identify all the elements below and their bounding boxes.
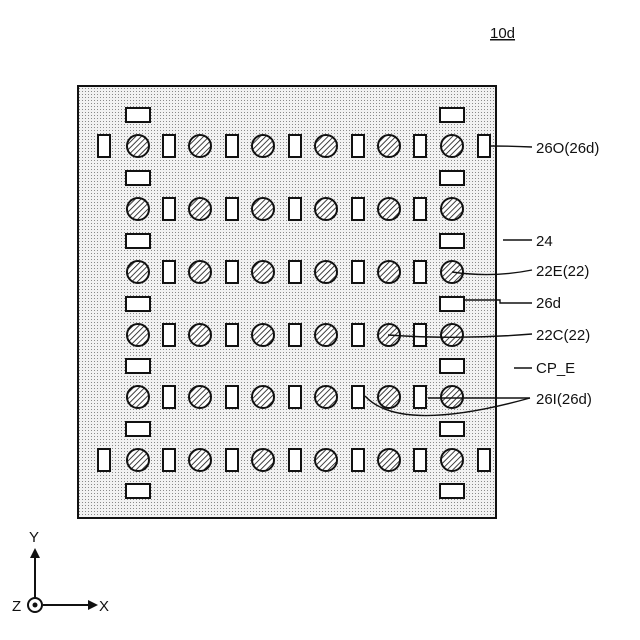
figure-ref-label: 10d xyxy=(490,25,515,42)
outer-pad xyxy=(226,135,238,157)
center-bump xyxy=(252,386,274,408)
edge-bump xyxy=(127,386,149,408)
outer-pad xyxy=(352,135,364,157)
center-bump xyxy=(252,261,274,283)
outer-pad xyxy=(163,135,175,157)
edge-pad-horizontal xyxy=(440,359,464,373)
edge-bump xyxy=(441,135,463,157)
outer-pad xyxy=(414,135,426,157)
y-axis-label: Y xyxy=(29,529,39,546)
edge-bump xyxy=(378,449,400,471)
center-bump xyxy=(378,198,400,220)
edge-bump xyxy=(189,135,211,157)
edge-pad-horizontal xyxy=(440,484,464,498)
edge-pad-horizontal xyxy=(126,484,150,498)
edge-pad-horizontal xyxy=(126,359,150,373)
inner-pad xyxy=(226,324,238,346)
edge-bump xyxy=(127,135,149,157)
edge-bump xyxy=(252,135,274,157)
edge-pad-horizontal xyxy=(126,108,150,122)
outer-pad xyxy=(226,449,238,471)
inner-pad xyxy=(414,386,426,408)
inner-pad xyxy=(163,324,175,346)
edge-bump xyxy=(315,449,337,471)
center-bump xyxy=(189,386,211,408)
outer-pad xyxy=(414,449,426,471)
edge-bump xyxy=(441,449,463,471)
callout-outer-pad: 26O(26d) xyxy=(536,140,599,157)
edge-bump xyxy=(441,386,463,408)
inner-pad xyxy=(226,386,238,408)
edge-bump xyxy=(127,198,149,220)
outer-pad xyxy=(478,449,490,471)
center-bump xyxy=(252,324,274,346)
edge-pad-horizontal xyxy=(440,171,464,185)
edge-pad-horizontal xyxy=(440,422,464,436)
inner-pad xyxy=(163,198,175,220)
edge-pad-horizontal xyxy=(440,297,464,311)
inner-pad xyxy=(163,386,175,408)
inner-pad xyxy=(352,324,364,346)
edge-bump xyxy=(252,449,274,471)
callout-substrate: 24 xyxy=(536,233,553,250)
edge-pad-horizontal xyxy=(440,108,464,122)
center-bump xyxy=(315,261,337,283)
inner-pad xyxy=(414,198,426,220)
inner-pad xyxy=(289,261,301,283)
inner-pad xyxy=(163,261,175,283)
edge-bump xyxy=(189,449,211,471)
z-axis-dot xyxy=(33,603,38,608)
edge-bump xyxy=(378,135,400,157)
edge-pad-horizontal xyxy=(126,234,150,248)
inner-pad xyxy=(352,198,364,220)
inner-pad xyxy=(289,198,301,220)
callout-inner-pad: 26I(26d) xyxy=(536,391,592,408)
edge-bump xyxy=(441,198,463,220)
center-bump xyxy=(189,198,211,220)
outer-pad xyxy=(163,449,175,471)
outer-pad xyxy=(98,135,110,157)
coordinate-axes: Y Z X xyxy=(12,529,109,615)
edge-bump xyxy=(441,324,463,346)
outer-pad xyxy=(478,135,490,157)
edge-pad-horizontal xyxy=(440,234,464,248)
edge-bump xyxy=(127,324,149,346)
outer-pad xyxy=(289,135,301,157)
edge-bump xyxy=(127,261,149,283)
callout-edge-region: CP_E xyxy=(536,360,575,377)
center-bump xyxy=(189,261,211,283)
center-bump xyxy=(315,198,337,220)
edge-bump xyxy=(315,135,337,157)
center-bump xyxy=(315,386,337,408)
edge-pad-horizontal xyxy=(126,171,150,185)
z-axis-label: Z xyxy=(12,598,21,615)
callout-pad: 26d xyxy=(536,295,561,312)
inner-pad xyxy=(352,386,364,408)
inner-pad xyxy=(289,386,301,408)
outer-pad xyxy=(289,449,301,471)
callout-center-bump: 22C(22) xyxy=(536,327,590,344)
inner-pad xyxy=(352,261,364,283)
center-bump xyxy=(315,324,337,346)
leader-line-outer-pad xyxy=(491,146,532,147)
callout-edge-bump: 22E(22) xyxy=(536,263,589,280)
inner-pad xyxy=(414,324,426,346)
edge-bump xyxy=(127,449,149,471)
inner-pad xyxy=(226,261,238,283)
inner-pad xyxy=(414,261,426,283)
inner-pad xyxy=(226,198,238,220)
center-bump xyxy=(378,261,400,283)
center-bump xyxy=(252,198,274,220)
edge-pad-horizontal xyxy=(126,297,150,311)
x-axis-label: X xyxy=(99,598,109,615)
inner-pad xyxy=(289,324,301,346)
center-bump xyxy=(189,324,211,346)
edge-pad-horizontal xyxy=(126,422,150,436)
center-bump xyxy=(378,386,400,408)
outer-pad xyxy=(98,449,110,471)
outer-pad xyxy=(352,449,364,471)
